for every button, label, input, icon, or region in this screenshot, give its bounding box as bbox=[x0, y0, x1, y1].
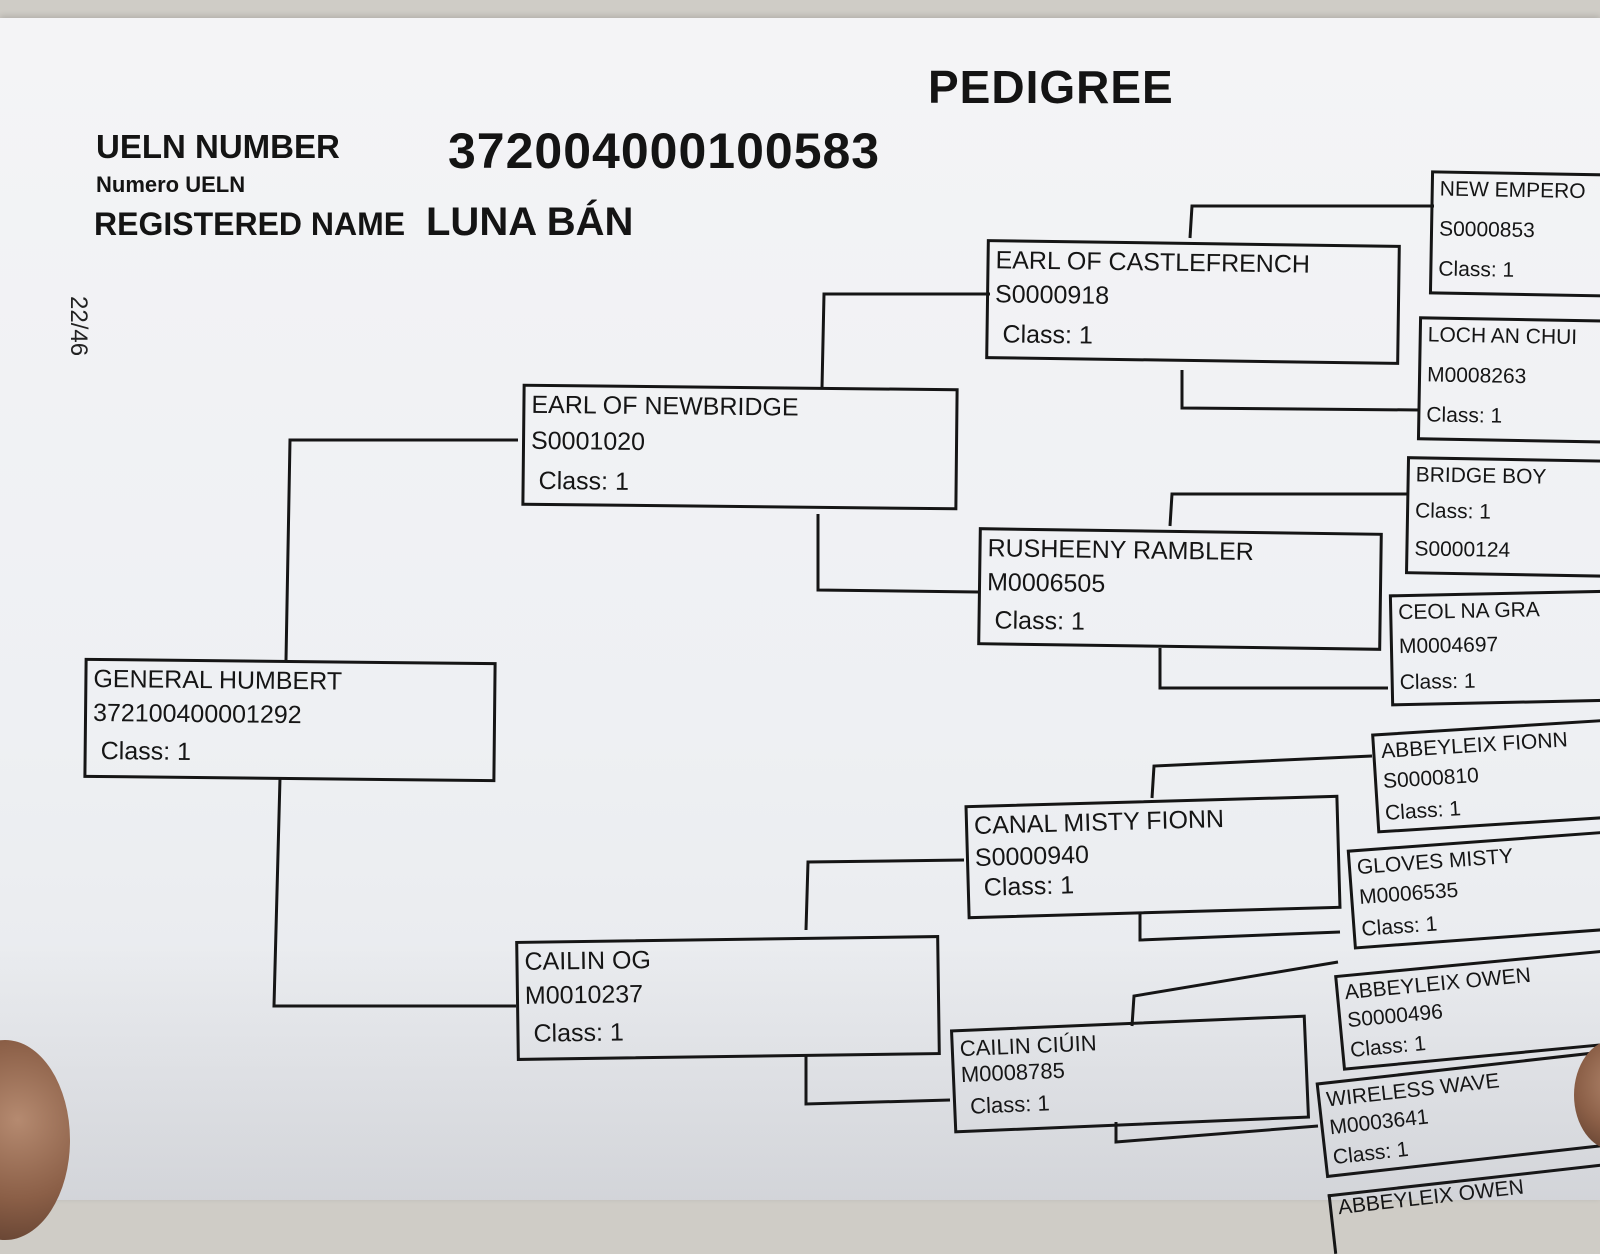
horse-class: Class: 1 bbox=[1438, 257, 1515, 282]
horse-reg-number: S0000940 bbox=[974, 840, 1090, 872]
pedigree-box-g4-5: ABBEYLEIX FIONN S0000810 Class: 1 bbox=[1371, 718, 1600, 834]
connector-to-g4-4 bbox=[1158, 648, 1388, 690]
horse-class: Class: 1 bbox=[1426, 403, 1503, 428]
horse-reg-number: M0010237 bbox=[524, 980, 644, 1010]
horse-reg-number: S0000124 bbox=[1414, 537, 1511, 562]
horse-reg-number: M0008263 bbox=[1426, 363, 1527, 389]
side-code: 22/46 bbox=[65, 296, 92, 357]
page-title: PEDIGREE bbox=[928, 61, 1174, 113]
pedigree-box-ss-dam: RUSHEENY RAMBLER M0006505 Class: 1 bbox=[977, 527, 1383, 651]
horse-reg-number: S0000918 bbox=[994, 280, 1110, 310]
pedigree-sheet bbox=[0, 18, 1600, 1200]
horse-class: Class: 1 bbox=[969, 1090, 1051, 1119]
horse-reg-number: S0000496 bbox=[1346, 1000, 1444, 1033]
horse-class: Class: 1 bbox=[1349, 1031, 1427, 1062]
pedigree-box-g4-6: GLOVES MISTY M0006535 Class: 1 bbox=[1346, 830, 1600, 950]
connector-sire-sire-to-ss-sire bbox=[820, 292, 990, 389]
pedigree-box-g4-4: CEOL NA GRA M0004697 Class: 1 bbox=[1388, 589, 1600, 707]
pedigree-connector-lines bbox=[272, 204, 1434, 1144]
horse-class: Class: 1 bbox=[1002, 320, 1094, 350]
connector-to-g4-6 bbox=[1138, 914, 1341, 942]
horse-name: ABBEYLEIX FIONN bbox=[1380, 728, 1569, 764]
connector-to-g4-7 bbox=[1130, 960, 1339, 1027]
horse-reg-number: S0000853 bbox=[1438, 217, 1536, 243]
pedigree-box-g4-3: BRIDGE BOY Class: 1 S0000124 bbox=[1404, 456, 1600, 578]
pedigree-box-sire-dam: CAILIN OG M0010237 Class: 1 bbox=[515, 935, 941, 1061]
connector-sire-dam-to-sd-dam bbox=[804, 1054, 951, 1106]
horse-name: CAILIN CIÚIN bbox=[959, 1030, 1098, 1062]
connector-sire-to-sire-sire bbox=[284, 438, 518, 661]
horse-reg-number: S0000810 bbox=[1382, 763, 1480, 793]
horse-class: Class: 1 bbox=[1414, 499, 1492, 524]
horse-name: BRIDGE BOY bbox=[1415, 463, 1547, 489]
horse-class: Class: 1 bbox=[1360, 912, 1439, 941]
horse-name: GENERAL HUMBERT bbox=[93, 664, 343, 696]
horse-class: Class: 1 bbox=[100, 737, 192, 766]
horse-name: EARL OF NEWBRIDGE bbox=[531, 390, 799, 422]
connector-to-g4-8 bbox=[1114, 1122, 1319, 1144]
ueln-label: UELN NUMBER bbox=[96, 128, 340, 165]
horse-name: CAILIN OG bbox=[524, 946, 652, 976]
connector-to-g4-1 bbox=[1188, 204, 1434, 239]
horse-class: Class: 1 bbox=[1331, 1137, 1410, 1170]
pedigree-box-g4-2: LOCH AN CHUI M0008263 Class: 1 bbox=[1416, 316, 1600, 444]
horse-class: Class: 1 bbox=[1399, 669, 1476, 695]
connector-to-g4-5 bbox=[1150, 754, 1373, 799]
pedigree-box-sd-dam: CAILIN CIÚIN M0008785 Class: 1 bbox=[949, 1014, 1311, 1134]
horse-class: Class: 1 bbox=[538, 466, 630, 496]
registered-name-label: REGISTERED NAME bbox=[94, 206, 406, 242]
horse-class: Class: 1 bbox=[994, 606, 1086, 636]
horse-reg-number: 372100400001292 bbox=[92, 698, 302, 730]
ueln-sublabel: Numero UELN bbox=[96, 172, 246, 197]
horse-name: GLOVES MISTY bbox=[1356, 844, 1514, 880]
horse-reg-number: S0001020 bbox=[530, 426, 646, 457]
pedigree-box-sire-sire: EARL OF NEWBRIDGE S0001020 Class: 1 bbox=[521, 383, 959, 511]
connector-to-g4-2 bbox=[1180, 370, 1421, 412]
pedigree-box-sire: GENERAL HUMBERT 372100400001292 Class: 1 bbox=[83, 657, 497, 783]
pedigree-box-ss-sire: EARL OF CASTLEFRENCH S0000918 Class: 1 bbox=[985, 239, 1401, 365]
horse-class: Class: 1 bbox=[983, 871, 1075, 902]
horse-class: Class: 1 bbox=[1384, 797, 1462, 825]
horse-reg-number: M0006535 bbox=[1358, 878, 1460, 909]
horse-reg-number: M0006505 bbox=[986, 568, 1106, 598]
horse-name: NEW EMPERO bbox=[1439, 177, 1586, 204]
horse-name: LOCH AN CHUI bbox=[1427, 323, 1578, 350]
horse-reg-number: M0008785 bbox=[960, 1057, 1066, 1088]
horse-reg-number: M0004697 bbox=[1398, 633, 1499, 659]
connector-sire-sire-to-ss-dam bbox=[816, 514, 979, 594]
horse-name: EARL OF CASTLEFRENCH bbox=[995, 246, 1311, 279]
horse-name: CANAL MISTY FIONN bbox=[973, 805, 1225, 840]
horse-name: CEOL NA GRA bbox=[1397, 598, 1541, 625]
connector-sire-dam-to-sd-sire bbox=[804, 858, 965, 931]
pedigree-box-sd-sire: CANAL MISTY FIONN S0000940 Class: 1 bbox=[964, 794, 1342, 920]
registered-name-value: LUNA BÁN bbox=[426, 200, 634, 244]
connector-sire-to-sire-dam bbox=[272, 777, 516, 1008]
connector-to-g4-3 bbox=[1168, 492, 1408, 527]
horse-name: RUSHEENY RAMBLER bbox=[987, 534, 1255, 567]
ueln-value: 372004000100583 bbox=[448, 123, 881, 179]
horse-class: Class: 1 bbox=[533, 1018, 624, 1048]
pedigree-box-g4-1: NEW EMPERO S0000853 Class: 1 bbox=[1428, 170, 1600, 298]
